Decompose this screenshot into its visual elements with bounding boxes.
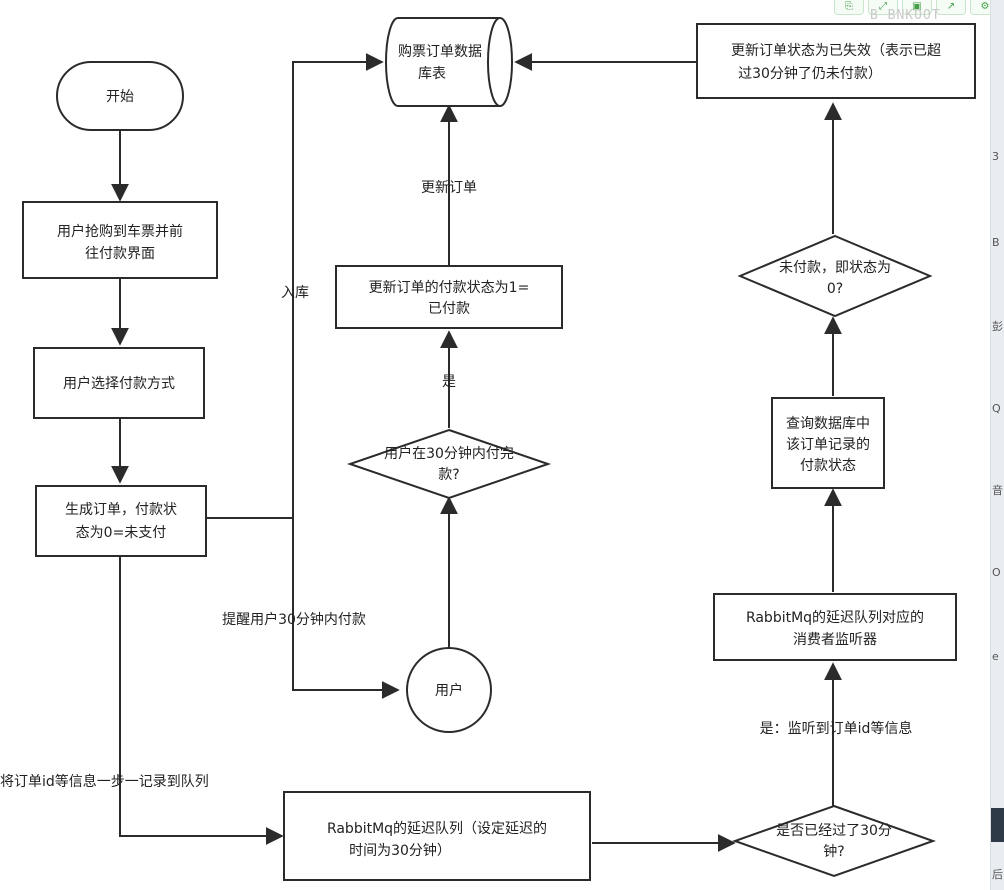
node-database: [385, 17, 513, 107]
node-create-order: [35, 485, 207, 557]
strip-char: 音: [992, 484, 1003, 497]
node-delay-queue: [283, 791, 591, 881]
label-query-db-2: 该订单记录的: [786, 437, 870, 453]
expand-icon[interactable]: ⤢: [868, 0, 898, 15]
label-update-paid-2: 已付款: [428, 301, 470, 317]
label-database-1: 购票订单数据: [398, 44, 482, 60]
node-choose-payment: [33, 347, 205, 419]
copy-icon[interactable]: ⎘: [834, 0, 864, 15]
label-query-db-1: 查询数据库中: [786, 416, 870, 432]
label-paid-in-30-1: 用户在30分钟内付完: [384, 445, 514, 462]
label-database-2: 库表: [418, 66, 446, 82]
label-paid-in-30-2: 款?: [438, 467, 459, 483]
label-unpaid-2: 0?: [827, 281, 843, 297]
edge-label-enqueue: 将订单id等信息一步一记录到队列: [0, 773, 209, 790]
right-edge-strip: 3 B 彭 Q 音 O e 后: [990, 0, 1004, 890]
strip-char: Q: [992, 402, 1001, 415]
label-delay-queue-1: RabbitMq的延迟队列（设定延迟的: [327, 821, 547, 837]
label-update-paid-1: 更新订单的付款状态为1=: [369, 280, 530, 296]
edge-label-listened: 是：监听到订单id等信息: [760, 720, 913, 737]
strip-dark-block: [991, 808, 1004, 842]
label-delay-queue-2: 时间为30分钟）: [349, 842, 451, 859]
strip-char: 后: [992, 868, 1003, 881]
node-passed-30-decision: [731, 804, 937, 878]
strip-char: 3: [992, 150, 999, 163]
edge-create-to-queue: [119, 556, 284, 845]
label-user: 用户: [435, 682, 463, 699]
save-icon[interactable]: ▣: [902, 0, 932, 15]
node-mark-expired: [696, 23, 976, 99]
node-unpaid-decision: [737, 234, 933, 318]
label-create-order-2: 态为0=未支付: [76, 525, 167, 541]
label-consumer-1: RabbitMq的延迟队列对应的: [746, 609, 924, 626]
share-icon[interactable]: ↗: [936, 0, 966, 15]
edge-label-remind: 提醒用户30分钟内付款: [222, 611, 366, 628]
label-create-order-1: 生成订单，付款状: [65, 502, 177, 518]
node-update-paid: [335, 265, 563, 329]
edge-label-update-order: 更新订单: [421, 180, 477, 196]
edge-label-yes: 是: [442, 374, 456, 390]
label-passed-30-1: 是否已经过了30分: [776, 823, 892, 839]
label-query-db-3: 付款状态: [800, 458, 856, 474]
label-consumer-2: 消费者监听器: [793, 632, 877, 648]
label-grab-ticket-2: 往付款界面: [85, 246, 155, 262]
node-query-db: [771, 397, 885, 489]
database-face: [487, 17, 501, 107]
strip-char: e: [992, 650, 999, 663]
label-passed-30-2: 钟?: [823, 843, 844, 860]
edge-create-to-user: [292, 518, 400, 699]
label-grab-ticket-1: 用户抢购到车票并前: [57, 223, 183, 240]
label-mark-expired-2: 过30分钟了仍未付款）: [738, 65, 882, 82]
label-start: 开始: [106, 89, 134, 105]
watermark: B BNKOOT: [870, 8, 941, 23]
node-grab-ticket: [22, 201, 218, 279]
strip-char: B: [992, 236, 1000, 249]
label-mark-expired-1: 更新订单状态为已失效（表示已超: [731, 43, 941, 59]
node-start: [56, 61, 184, 131]
label-unpaid-1: 未付款，即状态为: [779, 260, 891, 276]
node-consumer-listener: [713, 593, 957, 661]
edge-label-store: 入库: [281, 285, 309, 301]
edge-create-to-database: [205, 53, 384, 519]
label-choose-payment: 用户选择付款方式: [63, 375, 175, 392]
strip-char: O: [992, 566, 1001, 579]
node-user: [406, 647, 492, 733]
strip-char: 彭: [992, 320, 1003, 333]
node-paid-in-30-decision: [346, 428, 552, 500]
